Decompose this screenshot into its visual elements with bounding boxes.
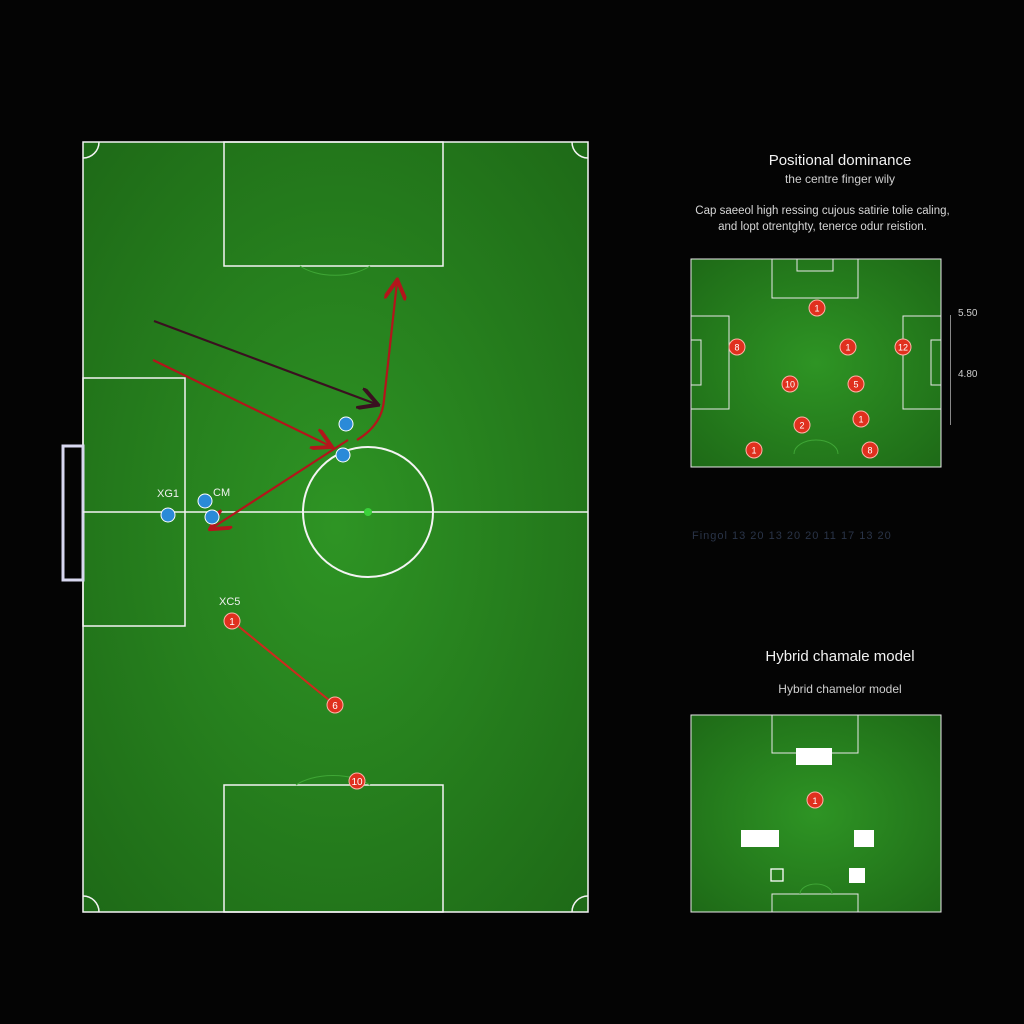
red-marker: 1 — [223, 612, 241, 630]
panel-top-scale-top: 5.50 — [958, 308, 978, 319]
svg-text:1: 1 — [229, 617, 235, 628]
player-marker: 1 — [839, 338, 857, 356]
svg-text:1: 1 — [814, 304, 819, 314]
player-blue — [338, 416, 354, 432]
svg-text:1: 1 — [751, 446, 756, 456]
zone-block — [796, 748, 832, 765]
panel-top-scale-bottom: 4.80 — [958, 369, 978, 380]
player-marker: 1 — [852, 410, 870, 428]
player-marker: 1 — [745, 441, 763, 459]
svg-text:1: 1 — [858, 415, 863, 425]
svg-text:10: 10 — [351, 777, 363, 788]
panel-top-scale-line — [950, 315, 951, 425]
player-blue — [335, 447, 351, 463]
top-penalty-arc — [299, 265, 371, 276]
panel-top-title: Positional dominance — [768, 152, 912, 169]
svg-text:1: 1 — [812, 796, 817, 806]
zone-block — [854, 830, 874, 847]
player-marker: 5 — [847, 375, 865, 393]
run-arrow-red — [356, 282, 397, 441]
label-cm: CM — [213, 487, 230, 499]
player-marker: 12 — [894, 338, 912, 356]
player-blue — [197, 493, 213, 509]
pass-arrow-red — [152, 359, 330, 446]
top-penalty-area — [223, 141, 444, 267]
left-goal — [61, 444, 85, 582]
svg-text:12: 12 — [898, 343, 908, 353]
player-marker: 8 — [728, 338, 746, 356]
centre-circle — [302, 446, 434, 578]
panel-bottom-subtitle: Hybrid chamelor model — [778, 682, 902, 696]
panel-top-timeline: Fingol 13 20 13 20 20 11 17 13 20 — [692, 530, 892, 542]
label-xc5: XC5 — [219, 596, 240, 608]
svg-text:8: 8 — [734, 343, 739, 353]
run-line-red — [231, 620, 336, 706]
pitch-surface — [82, 141, 589, 913]
player-blue — [204, 509, 220, 525]
panel-bottom-title: Hybrid chamale model — [765, 648, 915, 665]
player-blue — [160, 507, 176, 523]
red-marker: 10 — [348, 772, 366, 790]
player-marker: 8 — [861, 441, 879, 459]
panel-top-pitch: 1 8 1 12 10 5 2 1 1 8 — [690, 258, 942, 468]
svg-text:2: 2 — [799, 421, 804, 431]
svg-text:1: 1 — [845, 343, 850, 353]
ball — [364, 508, 372, 516]
player-marker: 1 — [808, 299, 826, 317]
corner-arc — [82, 141, 100, 159]
player-marker: 10 — [781, 375, 799, 393]
zone-block — [849, 868, 865, 883]
corner-arc — [571, 895, 589, 913]
corner-arc — [82, 895, 100, 913]
red-marker: 6 — [326, 696, 344, 714]
svg-text:10: 10 — [785, 380, 795, 390]
label-xg1: XG1 — [157, 488, 179, 500]
svg-text:6: 6 — [332, 701, 338, 712]
panel-bottom-pitch: 1 — [690, 714, 942, 913]
corner-arc — [571, 141, 589, 159]
panel-top-description-1: Cap saeeol high ressing cujous satirie t… — [695, 205, 950, 217]
svg-text:5: 5 — [853, 380, 858, 390]
player-marker: 2 — [793, 416, 811, 434]
zone-block-outline — [770, 868, 784, 882]
player-marker: 1 — [806, 791, 824, 809]
panel-top-subtitle: the centre finger wily — [784, 172, 896, 186]
pass-arrow-dark — [153, 319, 376, 404]
zone-block — [741, 830, 779, 847]
svg-text:8: 8 — [867, 446, 872, 456]
panel-top-description-2: and lopt otrentghty, tenerce odur reisti… — [718, 221, 927, 233]
bottom-penalty-area — [223, 784, 444, 913]
pass-arrow-red — [212, 439, 349, 528]
